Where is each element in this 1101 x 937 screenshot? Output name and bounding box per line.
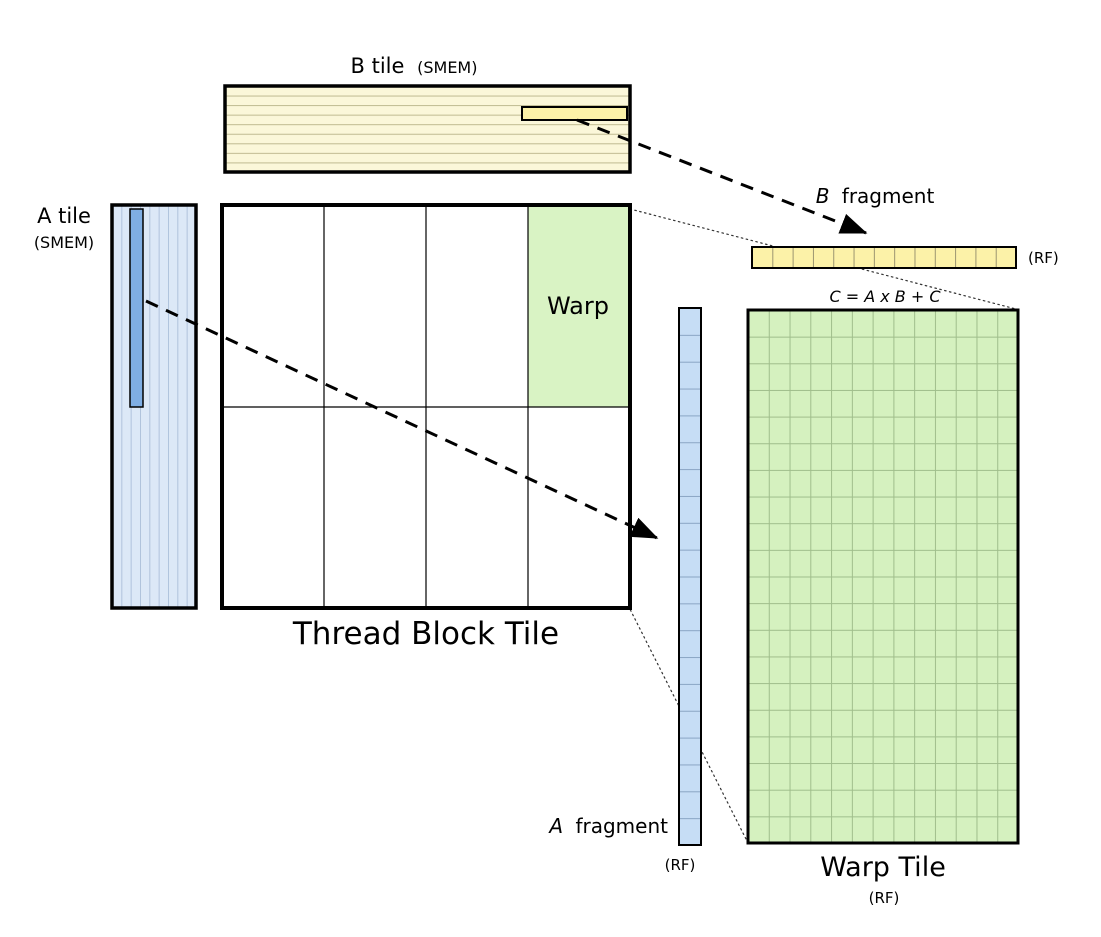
thread-block-title: Thread Block Tile — [292, 616, 559, 652]
a-fragment-border — [678, 307, 702, 846]
b-tile-selected-strip — [521, 106, 628, 121]
b-tile-title: B tile — [351, 54, 405, 78]
b-fragment-label: B fragment — [816, 184, 935, 208]
a-tile-border — [110, 203, 198, 610]
warp-tile-rf-label: (RF) — [869, 889, 900, 907]
b-tile-stripes — [225, 86, 630, 172]
b-tile-smem-label: (SMEM) — [417, 58, 477, 77]
a-fragment-label: A fragment — [547, 814, 668, 838]
b-fragment-rest: fragment — [842, 184, 935, 208]
a-fragment-cells — [679, 308, 701, 845]
a-tile-smem-label: (SMEM) — [34, 233, 94, 252]
b-tile-group: B tile (SMEM) — [223, 54, 632, 174]
b-tile-label: B tile (SMEM) — [351, 54, 478, 78]
warp-tile-formula: C = A x B + C — [829, 287, 941, 306]
a-tile-group: A tile (SMEM) — [34, 203, 198, 610]
b-fragment-group: B fragment (RF) — [751, 184, 1059, 269]
a-tile-selected-strip — [129, 208, 144, 408]
b-fragment-cells — [752, 247, 1016, 268]
fragment-arrows — [145, 118, 868, 540]
warp-tile-label: Warp Tile — [820, 852, 946, 883]
a-tile-label: A tile — [37, 204, 91, 228]
a-fragment-arrow — [145, 299, 659, 540]
thread-block-group: Warp Thread Block Tile — [220, 203, 632, 652]
b-tile-border — [223, 84, 632, 174]
b-fragment-arrow — [576, 118, 868, 235]
warp-tile-group: Warp Tile (RF) — [746, 308, 1020, 907]
a-fragment-rest: fragment — [575, 814, 668, 838]
a-fragment-group: A fragment (RF) — [547, 307, 702, 874]
a-tile-stripes — [112, 205, 196, 608]
warp-cell — [528, 207, 628, 407]
b-fragment-var: B — [816, 184, 830, 208]
warp-tile-border — [746, 308, 1020, 845]
zoom-line-b — [629, 208, 1017, 310]
thread-block-border — [220, 203, 632, 610]
warp-tile-grid — [748, 310, 1018, 843]
b-fragment-border — [751, 246, 1017, 269]
warp-label: Warp — [547, 292, 609, 320]
thread-block-grid — [222, 205, 630, 608]
b-fragment-rf-label: (RF) — [1028, 249, 1059, 267]
a-fragment-var: A — [547, 814, 563, 838]
a-fragment-rf-label: (RF) — [665, 856, 696, 874]
